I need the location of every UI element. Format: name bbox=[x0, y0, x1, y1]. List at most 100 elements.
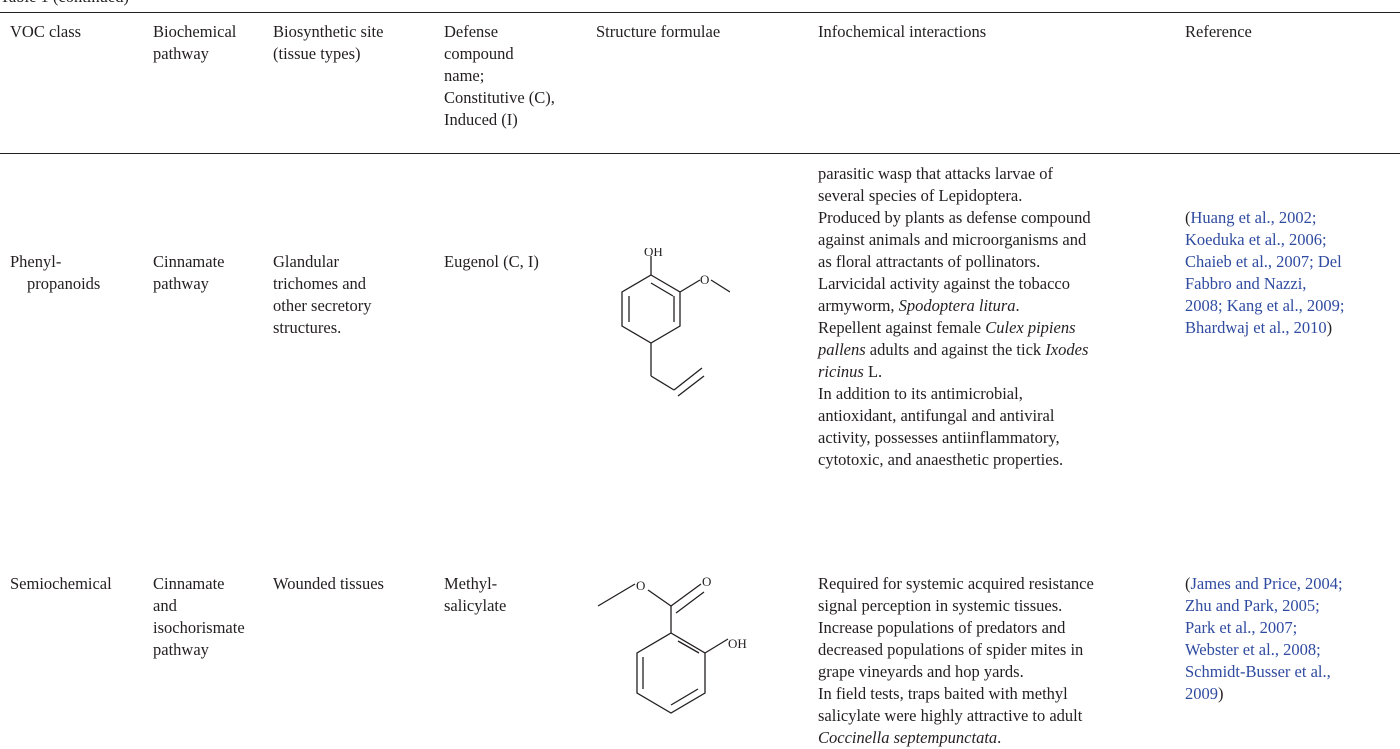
interaction-line: activity, possesses antiinflammatory, bbox=[818, 428, 1060, 447]
header-line: name; bbox=[444, 66, 485, 85]
reference-link[interactable]: 2009 bbox=[1185, 684, 1218, 703]
methyl-salicylate-double-bond bbox=[677, 640, 700, 654]
methyl-salicylate-structure: O O OH bbox=[590, 566, 770, 746]
reference-link[interactable]: 2008; Kang et al., 2009; bbox=[1185, 296, 1345, 315]
eugenol-chain-bond bbox=[673, 367, 703, 391]
eugenol-structure-svg: OH O bbox=[621, 248, 730, 397]
interaction-line: Larvicidal activity against the tobacco bbox=[818, 274, 1070, 293]
cell-line: Methyl- bbox=[444, 574, 498, 593]
reference-link[interactable]: Bhardwaj et al., 2010 bbox=[1185, 318, 1327, 337]
row-eugenol-voc-class: Phenyl- propanoids bbox=[10, 251, 100, 295]
interaction-line: as floral attractants of pollinators. bbox=[818, 252, 1041, 271]
row-methyl-salicylate-references: (James and Price, 2004; Zhu and Park, 200… bbox=[1185, 573, 1343, 705]
row-eugenol-references: (Huang et al., 2002;Koeduka et al., 2006… bbox=[1185, 207, 1344, 339]
reference-punctuation: ) bbox=[1326, 318, 1333, 337]
top-rule bbox=[0, 12, 1400, 13]
methyl-salicylate-ester-bond bbox=[647, 589, 672, 607]
cell-line: structures. bbox=[273, 318, 342, 337]
row-eugenol-compound: Eugenol (C, I) bbox=[444, 252, 539, 271]
reference-link[interactable]: Webster et al., 2008; bbox=[1185, 640, 1321, 659]
table-caption-fragment: Table 1 (continued) bbox=[0, 0, 129, 8]
row-eugenol-interactions: Produced by plants as defense compound ag… bbox=[818, 207, 1091, 471]
eugenol-methyl-bond bbox=[710, 279, 730, 293]
header-rule bbox=[0, 153, 1400, 154]
carryover-line: several species of Lepidoptera. bbox=[818, 186, 1023, 205]
reference-punctuation: ( bbox=[1185, 574, 1191, 593]
methyl-salicylate-carbonyl-o-label: O bbox=[702, 574, 711, 589]
interaction-line: against animals and microorganisms and bbox=[818, 230, 1087, 249]
methyl-salicylate-oh-bond bbox=[704, 638, 729, 654]
cell-line: salicylate bbox=[444, 596, 507, 615]
header-line: compound bbox=[444, 44, 514, 63]
row-methyl-salicylate-compound: Methyl- salicylate bbox=[444, 573, 506, 617]
cell-line: Glandular bbox=[273, 252, 339, 271]
header-reference: Reference bbox=[1185, 22, 1252, 41]
header-line: Defense bbox=[444, 22, 499, 41]
reference-link[interactable]: Koeduka et al., 2006; bbox=[1185, 230, 1327, 249]
cell-line: Cinnamate bbox=[153, 252, 225, 271]
eugenol-oh-label: OH bbox=[644, 248, 663, 259]
row-methyl-salicylate-site: Wounded tissues bbox=[273, 574, 384, 593]
reference-link[interactable]: Park et al., 2007; bbox=[1185, 618, 1298, 637]
header-biochemical-pathway: Biochemical pathway bbox=[153, 21, 236, 65]
interaction-line: armyworm, Spodoptera litura. bbox=[818, 296, 1020, 315]
methyl-salicylate-double-bond bbox=[670, 688, 699, 706]
carryover-line: parasitic wasp that attacks larvae of bbox=[818, 164, 1054, 183]
reference-line: Schmidt-Busser et al., bbox=[1185, 661, 1343, 683]
interaction-line: pallens adults and against the tick Ixod… bbox=[818, 340, 1089, 359]
reference-line: Koeduka et al., 2006; bbox=[1185, 229, 1344, 251]
reference-line: (Huang et al., 2002; bbox=[1185, 207, 1344, 229]
interaction-line: cytotoxic, and anaesthetic properties. bbox=[818, 450, 1064, 469]
interaction-line: signal perception in systemic tissues. bbox=[818, 596, 1063, 615]
cell-line: isochorismate bbox=[153, 618, 245, 637]
header-biosynthetic-site: Biosynthetic site (tissue types) bbox=[273, 21, 383, 65]
italic-term: Coccinella septempunctata bbox=[818, 728, 998, 747]
interaction-line: Repellent against female Culex pipiens bbox=[818, 318, 1076, 337]
reference-line: Zhu and Park, 2005; bbox=[1185, 595, 1343, 617]
reference-link[interactable]: James and Price, 2004; bbox=[1190, 574, 1343, 593]
interaction-line: Increase populations of predators and bbox=[818, 618, 1066, 637]
header-infochemical-interactions: Infochemical interactions bbox=[818, 22, 987, 41]
reference-punctuation: ) bbox=[1218, 684, 1224, 703]
eugenol-ring bbox=[621, 274, 681, 344]
interaction-line: ricinus L. bbox=[818, 362, 883, 381]
header-structure-formulae: Structure formulae bbox=[596, 22, 721, 41]
carryover-text: parasitic wasp that attacks larvae of se… bbox=[818, 163, 1053, 207]
methyl-salicylate-ester-o-label: O bbox=[636, 578, 645, 593]
reference-punctuation: ( bbox=[1185, 208, 1191, 227]
cell-line: pathway bbox=[153, 640, 209, 659]
methyl-salicylate-carbonyl-double bbox=[675, 591, 705, 614]
reference-link[interactable]: Fabbro and Nazzi, bbox=[1185, 274, 1307, 293]
interaction-line: antioxidant, antifungal and antiviral bbox=[818, 406, 1055, 425]
reference-line: Park et al., 2007; bbox=[1185, 617, 1343, 639]
italic-term: ricinus bbox=[818, 362, 864, 381]
methyl-salicylate-ring bbox=[636, 632, 706, 714]
reference-line: Webster et al., 2008; bbox=[1185, 639, 1343, 661]
interaction-line: salicylate were highly attractive to adu… bbox=[818, 706, 1083, 725]
interaction-line: Required for systemic acquired resistanc… bbox=[818, 574, 1094, 593]
cell-line: Phenyl- bbox=[10, 252, 62, 271]
eugenol-double-bond bbox=[650, 282, 674, 297]
methyl-salicylate-structure-svg: O O OH bbox=[597, 574, 747, 714]
reference-line: Chaieb et al., 2007; Del bbox=[1185, 251, 1344, 273]
italic-term: pallens bbox=[818, 340, 866, 359]
reference-link[interactable]: Zhu and Park, 2005; bbox=[1185, 596, 1320, 615]
header-defense-compound: Defense compound name; Constitutive (C),… bbox=[444, 21, 555, 131]
interaction-line: grape vineyards and hop yards. bbox=[818, 662, 1024, 681]
reference-link[interactable]: Chaieb et al., 2007; Del bbox=[1185, 252, 1342, 271]
header-line: Induced (I) bbox=[444, 110, 518, 129]
italic-term: Ixodes bbox=[1045, 340, 1089, 359]
header-line: Constitutive (C), bbox=[444, 88, 555, 107]
methyl-salicylate-carbonyl bbox=[670, 583, 702, 607]
italic-term: Culex pipiens bbox=[985, 318, 1076, 337]
eugenol-o-bond bbox=[679, 279, 701, 293]
reference-link[interactable]: Huang et al., 2002; bbox=[1190, 208, 1317, 227]
interaction-line: In addition to its antimicrobial, bbox=[818, 384, 1023, 403]
interaction-line: Produced by plants as defense compound bbox=[818, 208, 1091, 227]
reference-line: 2008; Kang et al., 2009; bbox=[1185, 295, 1344, 317]
header-line: Biochemical bbox=[153, 22, 237, 41]
reference-link[interactable]: Schmidt-Busser et al., bbox=[1185, 662, 1331, 681]
eugenol-chain-double-bond bbox=[677, 375, 705, 397]
cell-line: trichomes and bbox=[273, 274, 367, 293]
